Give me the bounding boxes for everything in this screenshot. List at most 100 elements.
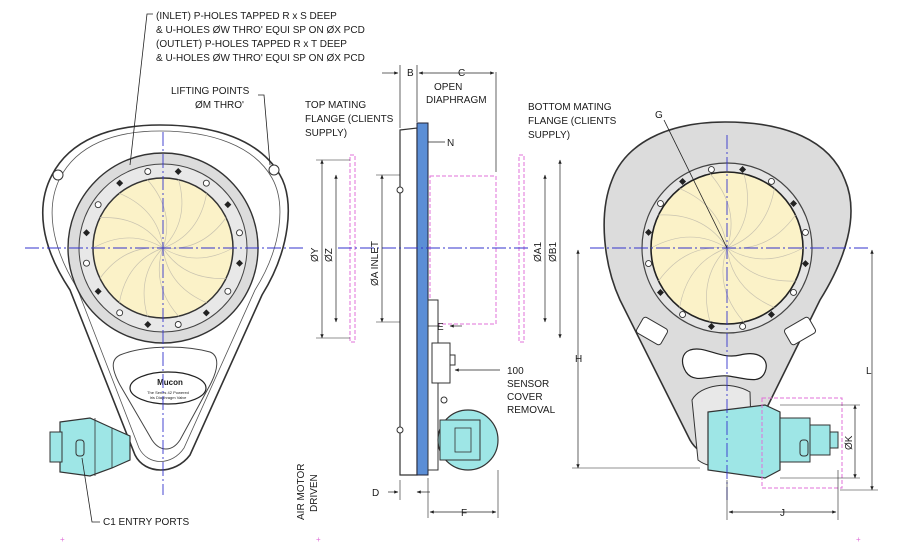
diaphragm-blade — [158, 247, 179, 317]
dim-L: L — [866, 366, 872, 377]
dim-B: B — [407, 68, 414, 79]
open-diaphragm-label-2: DIAPHRAGM — [426, 95, 487, 106]
diaphragm-blade — [726, 247, 804, 260]
through-hole — [645, 260, 652, 268]
sensor-label-2: SENSOR — [507, 379, 549, 390]
blue-plate — [416, 122, 429, 476]
dim-B1: ØB1 — [548, 242, 559, 262]
diaphragm-blades — [92, 179, 234, 317]
diaphragm-blade — [119, 247, 164, 303]
tapped-hole — [801, 260, 809, 268]
top-mating-flange — [349, 154, 356, 343]
diaphragm-blade — [726, 247, 796, 282]
note-inlet-line-2: & U-HOLES ØW THRO' EQUI SP ON ØX PCD — [156, 25, 365, 36]
diaphragm-blade — [722, 247, 745, 323]
side-view — [316, 65, 562, 518]
diaphragm-blade — [99, 217, 164, 249]
dim-G: G — [655, 110, 663, 121]
diaphragm-blade — [92, 237, 164, 249]
diaphragm-blade — [726, 188, 775, 249]
sensor-box — [431, 342, 451, 384]
front-view: Mucon The Series 42 Powered Iris Diaphra… — [25, 13, 305, 523]
through-hole — [767, 178, 775, 185]
open-diaphragm-label-1: OPEN — [434, 82, 462, 93]
bottom-flange-label-1: BOTTOM MATING — [528, 102, 612, 113]
diaphragm-blade — [706, 247, 728, 323]
through-hole — [707, 166, 715, 173]
slot-left — [635, 316, 669, 346]
diaphragm-blade — [726, 173, 748, 249]
tapped-hole — [790, 200, 798, 208]
diaphragm-blade — [679, 247, 728, 308]
top-flange-label-2: FLANGE (CLIENTS — [305, 114, 394, 125]
svg-text:+: + — [316, 535, 321, 542]
diaphragm-blade — [658, 214, 728, 249]
diaphragm-blade — [162, 247, 234, 259]
dim-F: F — [461, 508, 467, 519]
tapped-hole — [116, 179, 124, 187]
mucon-logo — [129, 371, 207, 405]
diaphragm-blade — [726, 247, 775, 308]
through-hole — [790, 288, 797, 296]
valve-side-body — [399, 127, 418, 476]
svg-text:+: + — [60, 535, 65, 542]
tapped-hole — [82, 229, 90, 237]
tapped-hole — [707, 322, 715, 330]
note-outlet-line-1: (OUTLET) P-HOLES TAPPED R x T DEEP — [156, 39, 347, 50]
tapped-hole — [739, 166, 747, 174]
top-flange-label-1: TOP MATING — [305, 100, 366, 111]
tapped-hole — [767, 311, 775, 319]
sensor-label-3: COVER — [507, 392, 543, 403]
dim-A-inlet: ØA INLET — [370, 241, 381, 286]
bottom-mating-flange — [518, 154, 525, 343]
logo-tagline-2: Iris Diaphragm Valve — [150, 395, 188, 400]
tapped-hole — [645, 228, 653, 236]
tapped-hole — [656, 288, 664, 296]
rear-air-motor — [707, 404, 781, 479]
diaphragm-blade — [709, 173, 732, 249]
diaphragm-blade — [147, 179, 168, 249]
note-inlet-line-1: (INLET) P-HOLES TAPPED R x S DEEP — [156, 11, 337, 22]
logo-brand: Mucon — [157, 378, 183, 387]
dim-D: D — [372, 488, 379, 499]
through-hole — [236, 229, 243, 237]
side-motor-body — [439, 419, 481, 461]
dim-N: N — [447, 138, 454, 149]
diaphragm-blade — [162, 247, 207, 304]
diaphragm-blade — [679, 188, 728, 249]
through-hole — [802, 228, 809, 236]
bottom-flange-label-3: SUPPLY) — [528, 130, 570, 141]
dim-J: J — [780, 508, 785, 519]
through-hole — [739, 323, 747, 330]
flange-bolts — [82, 167, 244, 329]
tapped-hole — [236, 259, 244, 267]
svg-text:+: + — [856, 535, 861, 542]
through-hole — [657, 200, 664, 208]
diaphragm-blade — [143, 247, 164, 317]
tapped-hole — [202, 309, 210, 317]
slot-right — [783, 316, 817, 346]
dim-C: C — [458, 68, 465, 79]
tapped-hole — [679, 177, 687, 185]
through-hole — [144, 168, 152, 175]
through-hole — [94, 201, 102, 209]
open-diaphragm-outline — [429, 175, 497, 325]
through-hole — [202, 179, 210, 187]
note-air-motor-2: DRIVEN — [309, 474, 320, 512]
diaphragm-blade — [162, 247, 227, 279]
dim-Z: ØZ — [324, 248, 335, 262]
cam-slot — [681, 348, 767, 381]
through-hole — [83, 259, 90, 267]
logo-tagline-1: The Series 42 Powered — [147, 390, 189, 395]
dim-Y: ØY — [310, 247, 321, 262]
bottom-flange-label-2: FLANGE (CLIENTS — [528, 116, 617, 127]
rear-motor-outline-pink — [761, 397, 843, 489]
diaphragm-blade — [162, 179, 183, 249]
rear-view — [572, 119, 878, 520]
tapped-hole — [174, 167, 182, 175]
through-hole — [224, 287, 232, 295]
lifting-point-left — [52, 169, 64, 181]
dim-H: H — [575, 354, 582, 365]
